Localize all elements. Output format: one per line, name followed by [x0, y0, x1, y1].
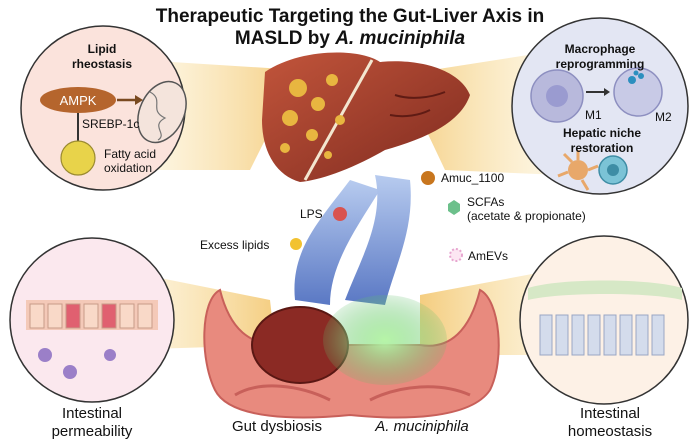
- title-prefix: MASLD by: [234, 28, 336, 49]
- macrophage-heading-line1: Macrophage: [564, 42, 636, 56]
- macrophage-heading: Macrophage reprogramming: [545, 42, 655, 72]
- permeability-line2: permeability: [51, 423, 133, 440]
- homeostasis-caption: Intestinal homeostasis: [555, 405, 665, 441]
- stream-left: [294, 180, 380, 305]
- lipid-heading-line2: rheostasis: [71, 57, 133, 71]
- scfa-line1: SCFAs: [467, 195, 505, 209]
- lipid-heading: Lipid rheostasis: [62, 42, 142, 72]
- immune-cell-icon: [104, 349, 116, 361]
- lipid-droplet-icon: [60, 140, 96, 176]
- niche-line2: restoration: [570, 141, 634, 155]
- scfa-line2: (acetate & propionate): [467, 209, 586, 223]
- diagram-title-line1: Therapeutic Targeting the Gut-Liver Axis…: [155, 6, 545, 27]
- dysbiosis-caption: Gut dysbiosis: [231, 418, 323, 435]
- title-species: A. muciniphila: [335, 28, 466, 49]
- amevs-marker: [449, 248, 463, 262]
- ampk-label: AMPK: [59, 93, 97, 108]
- amuc-marker: [421, 171, 435, 185]
- macrophage-heading-line2: reprogramming: [555, 57, 645, 71]
- fatty-line1: Fatty acid: [104, 147, 157, 161]
- amevs-label: AmEVs: [468, 249, 509, 263]
- m2-macrophage-icon: [613, 67, 663, 117]
- m1-to-m2-arrowhead: [604, 88, 610, 96]
- srebp-label: SREBP-1c: [82, 117, 140, 131]
- scfa-marker: [448, 200, 460, 215]
- fatty-line2: oxidation: [104, 161, 153, 175]
- muciniphila-region: [323, 295, 447, 385]
- lipid-heading-line1: Lipid: [87, 42, 117, 56]
- liver: [262, 52, 470, 182]
- lps-label: LPS: [300, 207, 323, 221]
- lps-marker: [333, 207, 347, 221]
- stellate-cell-icon: [557, 150, 599, 191]
- m1-label: M1: [585, 108, 602, 122]
- niche-line1: Hepatic niche: [562, 126, 642, 140]
- immune-cell-icon: [63, 365, 77, 379]
- healthy-epithelium: [528, 280, 682, 356]
- homeostasis-line1: Intestinal: [579, 405, 641, 422]
- mitochondrion-icon: [137, 80, 187, 144]
- excess-lipids-label: Excess lipids: [200, 238, 270, 252]
- permeability-line1: Intestinal: [61, 405, 123, 422]
- damaged-epithelium: [26, 300, 158, 330]
- m1-macrophage-icon: [530, 69, 584, 123]
- muciniphila-caption: A. muciniphila: [375, 418, 469, 435]
- ampk-arrowhead: [135, 95, 143, 105]
- permeability-caption: Intestinal permeability: [42, 405, 142, 441]
- lipid-marker: [290, 238, 302, 250]
- ampk-node: [40, 87, 116, 113]
- panel-macrophage-circle: [511, 17, 689, 195]
- diagram-title-line2: MASLD by A. muciniphila: [0, 28, 700, 50]
- scfa-label: SCFAs (acetate & propionate): [467, 195, 586, 223]
- amuc-label: Amuc_1100: [441, 171, 505, 185]
- homeostasis-line2: homeostasis: [567, 423, 653, 440]
- niche-heading: Hepatic niche restoration: [552, 126, 652, 156]
- fatty-acid-label: Fatty acid oxidation: [104, 147, 156, 175]
- m2-label: M2: [655, 110, 672, 124]
- kupffer-cell-icon: [598, 155, 628, 185]
- stream-right: [345, 175, 411, 305]
- immune-cell-icon: [38, 348, 52, 362]
